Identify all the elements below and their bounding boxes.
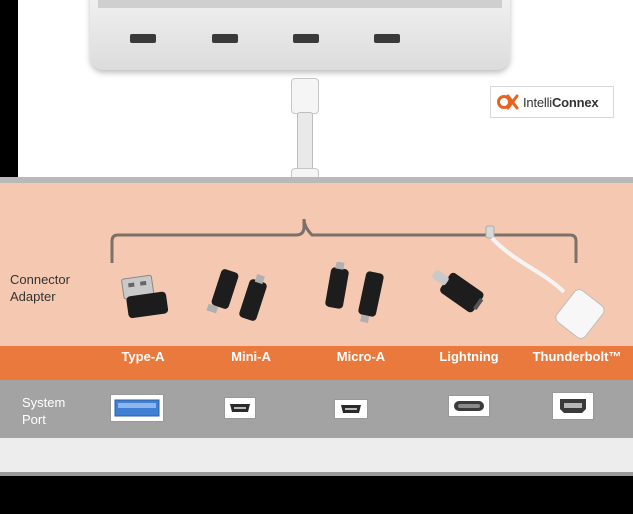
thunderbolt-port-icon bbox=[552, 392, 594, 420]
hub-port-2 bbox=[212, 34, 238, 43]
brand-name: IntelliConnex bbox=[523, 94, 599, 110]
micro-a-port-icon bbox=[334, 399, 368, 419]
cable-plug-top bbox=[291, 78, 319, 114]
lower-panel bbox=[0, 438, 633, 472]
bottom-edge bbox=[0, 472, 633, 476]
hub-top-face bbox=[98, 0, 502, 8]
adapter-bracket bbox=[110, 218, 578, 263]
label-lightning: Lightning bbox=[439, 349, 499, 364]
usb-a-port-icon bbox=[110, 394, 164, 422]
mini-a-port-icon bbox=[224, 397, 256, 419]
system-port-label: System Port bbox=[22, 395, 66, 427]
intelliconnex-logo-icon bbox=[497, 94, 519, 110]
connector-type-band bbox=[0, 346, 633, 380]
thunderbolt-adapter-icon bbox=[485, 225, 605, 339]
label-thunderbolt: Thunderbolt™ bbox=[532, 349, 622, 364]
usb-cable bbox=[297, 112, 313, 174]
label-mini-a: Mini-A bbox=[231, 349, 271, 364]
system-port-section bbox=[0, 380, 633, 438]
label-micro-a: Micro-A bbox=[336, 349, 386, 364]
hub-port-4 bbox=[374, 34, 400, 43]
usb-hub bbox=[90, 0, 510, 70]
usb-type-a-adapter-icon bbox=[121, 274, 169, 319]
divider-strip bbox=[0, 177, 633, 183]
hub-port-3 bbox=[293, 34, 319, 43]
lightning-port-icon bbox=[448, 395, 490, 417]
label-type-a: Type-A bbox=[121, 349, 165, 364]
lightning-adapter-icon bbox=[432, 270, 484, 313]
connector-adapter-label: Connector Adapter bbox=[10, 272, 70, 304]
micro-a-adapter-icon bbox=[325, 262, 384, 323]
intelliconnex-logo: IntelliConnex bbox=[490, 86, 614, 118]
mini-a-adapter-icon bbox=[206, 269, 267, 321]
hub-port-1 bbox=[130, 34, 156, 43]
